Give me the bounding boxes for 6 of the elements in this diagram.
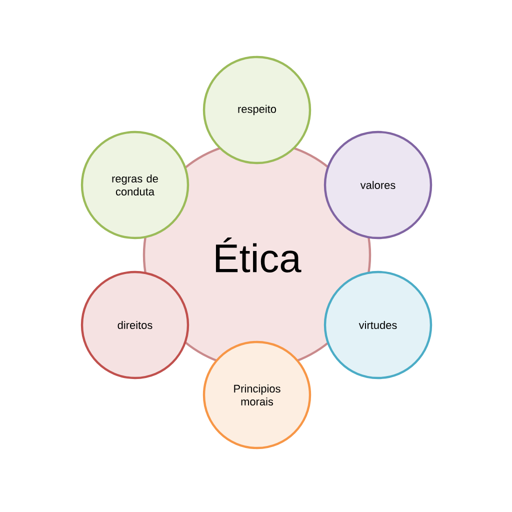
circle-node: direitos [80, 270, 190, 380]
circle-node: valores [324, 130, 432, 240]
circle-node: virtudes [324, 270, 432, 380]
circle-node: respeito [202, 56, 312, 164]
circle-node: Principios morais [202, 340, 312, 450]
circle-node: regras de conduta [80, 130, 190, 240]
